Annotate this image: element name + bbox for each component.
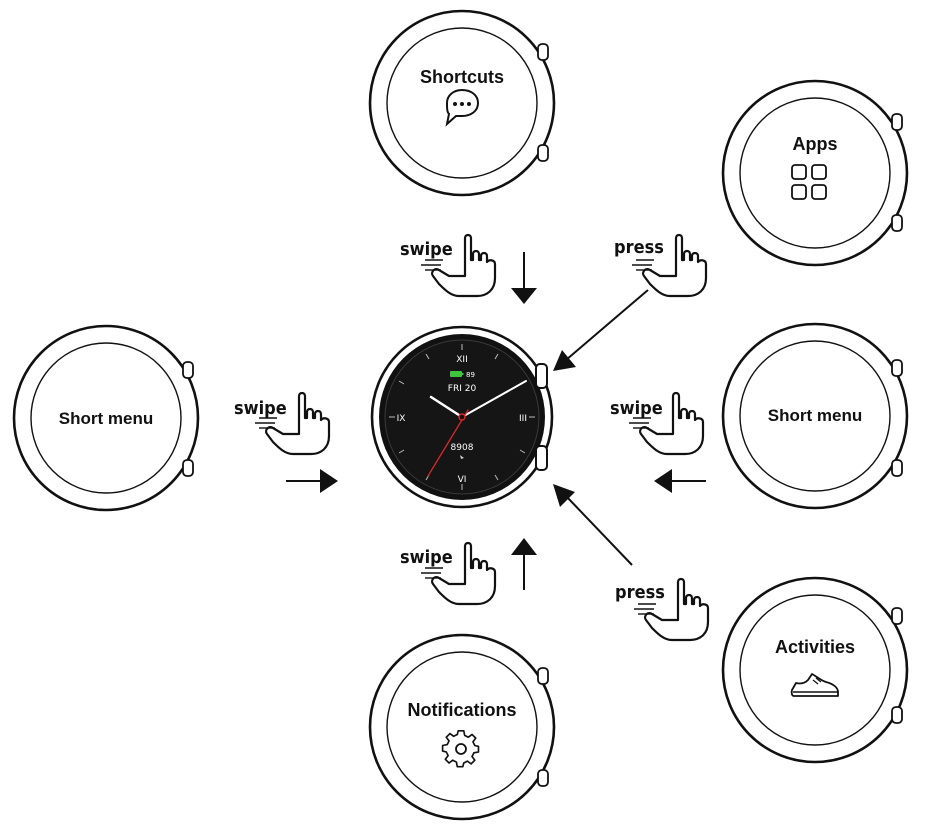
- arrow-left: [654, 469, 706, 493]
- gesture-label: swipe: [234, 398, 287, 419]
- screen-short-menu-left: Short menu: [12, 324, 200, 512]
- crown-button: [891, 359, 903, 377]
- crown-button: [537, 43, 549, 61]
- gesture-label: swipe: [610, 398, 663, 419]
- side-button: [182, 459, 194, 477]
- chat-bubble-icon: [445, 88, 480, 127]
- numeral-6: VI: [458, 475, 467, 485]
- gesture-swipe-bottom: swipe: [400, 541, 497, 606]
- gesture-swipe-top: swipe: [400, 233, 497, 298]
- running-shoe-icon: [790, 673, 839, 697]
- gesture-press-top-right: press: [614, 233, 708, 298]
- screen-shortcuts: Shortcuts: [368, 9, 556, 197]
- crown-button: [891, 113, 903, 131]
- screen-label-shortcuts: Shortcuts: [420, 67, 504, 87]
- battery-level: 89: [466, 371, 475, 379]
- second-hand: [427, 409, 469, 477]
- crown-button: [535, 363, 548, 389]
- screen-activities: Activities: [721, 576, 909, 764]
- crown-button: [182, 361, 194, 379]
- gesture-label: swipe: [400, 239, 453, 260]
- gesture-label: press: [614, 237, 664, 258]
- side-button: [891, 706, 903, 724]
- hour-hand: [429, 395, 464, 419]
- side-button: [537, 769, 549, 787]
- gear-icon: [441, 729, 480, 768]
- steps-icon: [460, 455, 464, 459]
- arrow-diagonal-up-left: [553, 484, 633, 566]
- arrow-diagonal-down-left: [553, 289, 649, 371]
- battery-icon: [450, 371, 462, 377]
- side-button: [891, 459, 903, 477]
- screen-label-short-menu-left: Short menu: [59, 409, 153, 428]
- watch-center: XII IX III VI 89 FRI 20 8908: [370, 325, 554, 509]
- gesture-press-bottom-right: press: [615, 577, 710, 642]
- screen-label-short-menu-right: Short menu: [768, 406, 862, 425]
- arrow-up: [511, 538, 537, 590]
- screen-short-menu-right: Short menu: [721, 322, 909, 510]
- gesture-swipe-right: swipe: [610, 391, 705, 456]
- gesture-label: swipe: [400, 547, 453, 568]
- date-display: FRI 20: [448, 384, 477, 394]
- side-button: [537, 144, 549, 162]
- hand-pivot: [458, 413, 466, 421]
- side-button: [535, 445, 548, 471]
- app-grid-icon: [791, 164, 827, 200]
- gesture-swipe-left: swipe: [234, 391, 331, 456]
- crown-button: [891, 607, 903, 625]
- crown-button: [537, 667, 549, 685]
- arrow-right: [286, 469, 338, 493]
- arrow-down: [511, 252, 537, 304]
- screen-notifications: Notifications: [368, 633, 556, 821]
- screen-apps: Apps: [721, 79, 909, 267]
- screen-label-activities: Activities: [775, 637, 855, 657]
- screen-label-apps: Apps: [793, 134, 838, 154]
- numeral-3: III: [519, 414, 527, 424]
- gesture-label: press: [615, 582, 665, 603]
- side-button: [891, 214, 903, 232]
- numeral-12: XII: [456, 355, 467, 365]
- screen-label-notifications: Notifications: [407, 700, 516, 720]
- numeral-9: IX: [397, 414, 406, 424]
- minute-hand: [461, 380, 527, 418]
- step-count: 8908: [451, 443, 474, 453]
